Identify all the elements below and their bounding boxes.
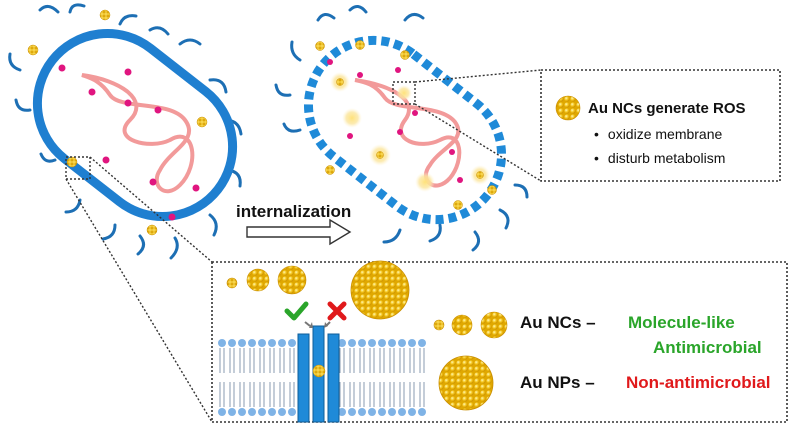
ros-item-text: oxidize membrane [607, 126, 723, 142]
ribosome-dots-left [58, 64, 200, 221]
au-np-large-top [350, 260, 410, 320]
ros-callout-box [540, 69, 781, 182]
nc-property-line2: Antimicrobial [653, 338, 762, 357]
zoom-lines-membrane [65, 156, 213, 423]
ros-item-oxidize: • oxidize membrane [594, 126, 722, 142]
gold-clusters-right [315, 40, 497, 210]
au-ncs-legend-icons [433, 311, 508, 339]
au-np-legend-icon [438, 355, 494, 411]
np-label: Au NPs – [520, 373, 595, 393]
au-ncs-group-top [226, 265, 307, 295]
au-nc-icon-ros [555, 95, 581, 121]
bacterium-left [8, 3, 243, 260]
arrow-icon [246, 218, 352, 246]
nc-label: Au NCs – [520, 313, 596, 333]
au-nc-in-channel [312, 364, 326, 378]
flagella-left [8, 3, 243, 260]
bullet-icon: • [594, 126, 599, 142]
cell-membrane-left [32, 28, 238, 222]
flagella-right [274, 5, 529, 252]
lipid-bilayer [218, 339, 426, 416]
zoom-box-left [65, 156, 91, 180]
nc-name: Au NCs [520, 313, 582, 332]
checkmark-icon [284, 301, 313, 328]
ros-item-disturb: • disturb metabolism [594, 150, 725, 166]
nc-dash: – [586, 313, 596, 332]
zoom-lines-ros [414, 69, 542, 182]
zoom-box-right [392, 81, 416, 105]
np-name: Au NPs [520, 373, 581, 392]
cross-icon [324, 301, 347, 328]
internalization-label: internalization [236, 202, 352, 221]
ros-item-text: disturb metabolism [607, 150, 726, 166]
nc-property-line1: Molecule-like [628, 313, 735, 332]
bacterium-right [274, 5, 529, 252]
ros-title: Au NCs generate ROS [588, 100, 746, 117]
ribosome-dots-right [327, 59, 463, 183]
bullet-icon: • [594, 150, 599, 166]
gold-clusters-left [27, 9, 208, 236]
np-dash: – [585, 373, 595, 392]
dna-strand-left [81, 73, 195, 194]
np-property: Non-antimicrobial [626, 373, 771, 392]
